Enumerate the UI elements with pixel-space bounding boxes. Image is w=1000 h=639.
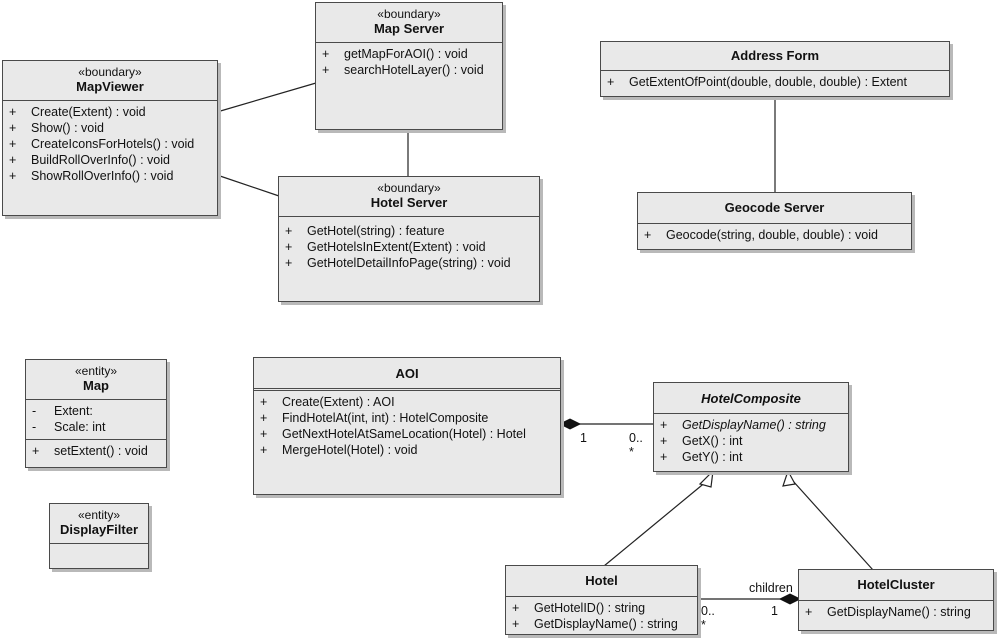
class-header: Hotel [506,566,697,597]
class-map[interactable]: «entity» Map -Extent: -Scale: int +setEx… [25,359,167,468]
operation: +setExtent() : void [32,444,148,458]
operation: +getMapForAOI() : void [322,47,468,61]
class-name: Hotel Server [370,195,448,210]
class-header: AOI [254,358,560,389]
multiplicity-cluster-one: 1 [771,604,778,618]
multiplicity-composite-star: * [629,445,634,459]
cluster-generalization-arrowhead [782,469,796,487]
class-address-form[interactable]: Address Form +GetExtentOfPoint(double, d… [600,41,950,97]
operation: +GetX() : int [660,434,743,448]
operation: +ShowRollOverInfo() : void [9,169,174,183]
class-header: «boundary» Hotel Server [279,177,539,217]
operation: +FindHotelAt(int, int) : HotelComposite [260,411,489,425]
class-name: AOI [395,366,419,381]
operation: +CreateIconsForHotels() : void [9,137,195,151]
class-hotel-composite[interactable]: HotelComposite +GetDisplayName() : strin… [653,382,849,472]
class-name: Map [83,378,109,393]
stereotype-label: «boundary» [377,7,441,21]
hotel-generalization-arrowhead [698,469,714,488]
stereotype-label: «boundary» [377,181,441,195]
class-display-filter[interactable]: «entity» DisplayFilter [49,503,149,569]
hotel-composite-generalization [603,480,708,567]
operation: +GetHotelsInExtent(Extent) : void [285,240,486,254]
stereotype-label: «entity» [74,364,118,378]
stereotype-label: «entity» [77,508,121,522]
class-name: HotelCluster [857,577,935,592]
operation: +GetNextHotelAtSameLocation(Hotel) : Hot… [260,427,526,441]
multiplicity-hotel-many: 0.. [701,604,715,618]
operation-compartment: +GetExtentOfPoint(double, double, double… [601,71,949,94]
class-header: HotelCluster [799,570,993,601]
attribute: -Scale: int [32,420,106,434]
operation: +Show() : void [9,121,104,135]
operation: +GetDisplayName() : string [660,418,826,432]
class-header: «boundary» MapViewer [3,61,217,101]
operation-compartment: +GetHotelID() : string +GetDisplayName()… [506,597,697,636]
mapviewer-mapserver-link [216,82,317,113]
operation: +GetHotelID() : string [512,601,646,615]
operation: +GetExtentOfPoint(double, double, double… [607,75,907,89]
operation: +searchHotelLayer() : void [322,63,484,77]
class-hotel-server[interactable]: «boundary» Hotel Server +GetHotel(string… [278,176,540,302]
class-map-viewer[interactable]: «boundary» MapViewer +Create(Extent) : v… [2,60,218,216]
role-label-children: children [749,581,793,595]
attribute: -Extent: [32,404,93,418]
operation: +Create(Extent) : AOI [260,395,395,409]
operation-compartment: +setExtent() : void [26,440,166,463]
class-header: HotelComposite [654,383,848,414]
attribute-compartment [254,389,560,391]
operation-compartment: +Create(Extent) : AOI +FindHotelAt(int, … [254,391,560,462]
class-aoi[interactable]: AOI +Create(Extent) : AOI +FindHotelAt(i… [253,357,561,495]
mapviewer-hotelserver-link [216,174,280,197]
class-header: «entity» DisplayFilter [50,504,148,544]
aoi-composition-diamond [558,418,582,430]
class-name: DisplayFilter [59,522,139,537]
class-map-server[interactable]: «boundary» Map Server +getMapForAOI() : … [315,2,503,130]
multiplicity-hotel-star: * [701,618,706,632]
class-name: MapViewer [76,79,144,94]
operation: +GetDisplayName() : string [512,617,678,631]
class-header: «entity» Map [26,360,166,400]
class-name: Address Form [730,48,820,63]
stereotype-label: «boundary» [78,65,142,79]
class-name: Map Server [373,21,445,36]
operation-compartment: +getMapForAOI() : void +searchHotelLayer… [316,43,502,82]
class-header: Address Form [601,42,949,71]
attribute-compartment: -Extent: -Scale: int [26,400,166,440]
operation: +GetHotel(string) : feature [285,224,445,238]
operation-compartment: +GetDisplayName() : string [799,601,993,624]
operation-compartment: +Geocode(string, double, double) : void [638,224,911,247]
operation-compartment: +Create(Extent) : void +Show() : void +C… [3,101,217,188]
operation-compartment: +GetHotel(string) : feature +GetHotelsIn… [279,217,539,275]
class-header: Geocode Server [638,193,911,224]
operation: +BuildRollOverInfo() : void [9,153,170,167]
multiplicity-aoi-one: 1 [580,431,587,445]
class-hotel[interactable]: Hotel +GetHotelID() : string +GetDisplay… [505,565,698,635]
operation-compartment: +GetDisplayName() : string +GetX() : int… [654,414,848,469]
cluster-composition-diamond [778,593,802,605]
operation: +GetHotelDetailInfoPage(string) : void [285,256,511,270]
class-header: «boundary» Map Server [316,3,502,43]
operation: +GetDisplayName() : string [805,605,971,619]
class-name: Geocode Server [724,200,825,215]
operation: +MergeHotel(Hotel) : void [260,443,418,457]
class-name: HotelComposite [701,391,801,406]
cluster-composite-generalization [792,480,874,571]
multiplicity-composite-many: 0.. [629,431,643,445]
operation: +GetY() : int [660,450,743,464]
class-name: Hotel [585,573,618,588]
operation: +Create(Extent) : void [9,105,146,119]
class-geocode-server[interactable]: Geocode Server +Geocode(string, double, … [637,192,912,250]
class-hotel-cluster[interactable]: HotelCluster +GetDisplayName() : string [798,569,994,631]
operation: +Geocode(string, double, double) : void [644,228,878,242]
